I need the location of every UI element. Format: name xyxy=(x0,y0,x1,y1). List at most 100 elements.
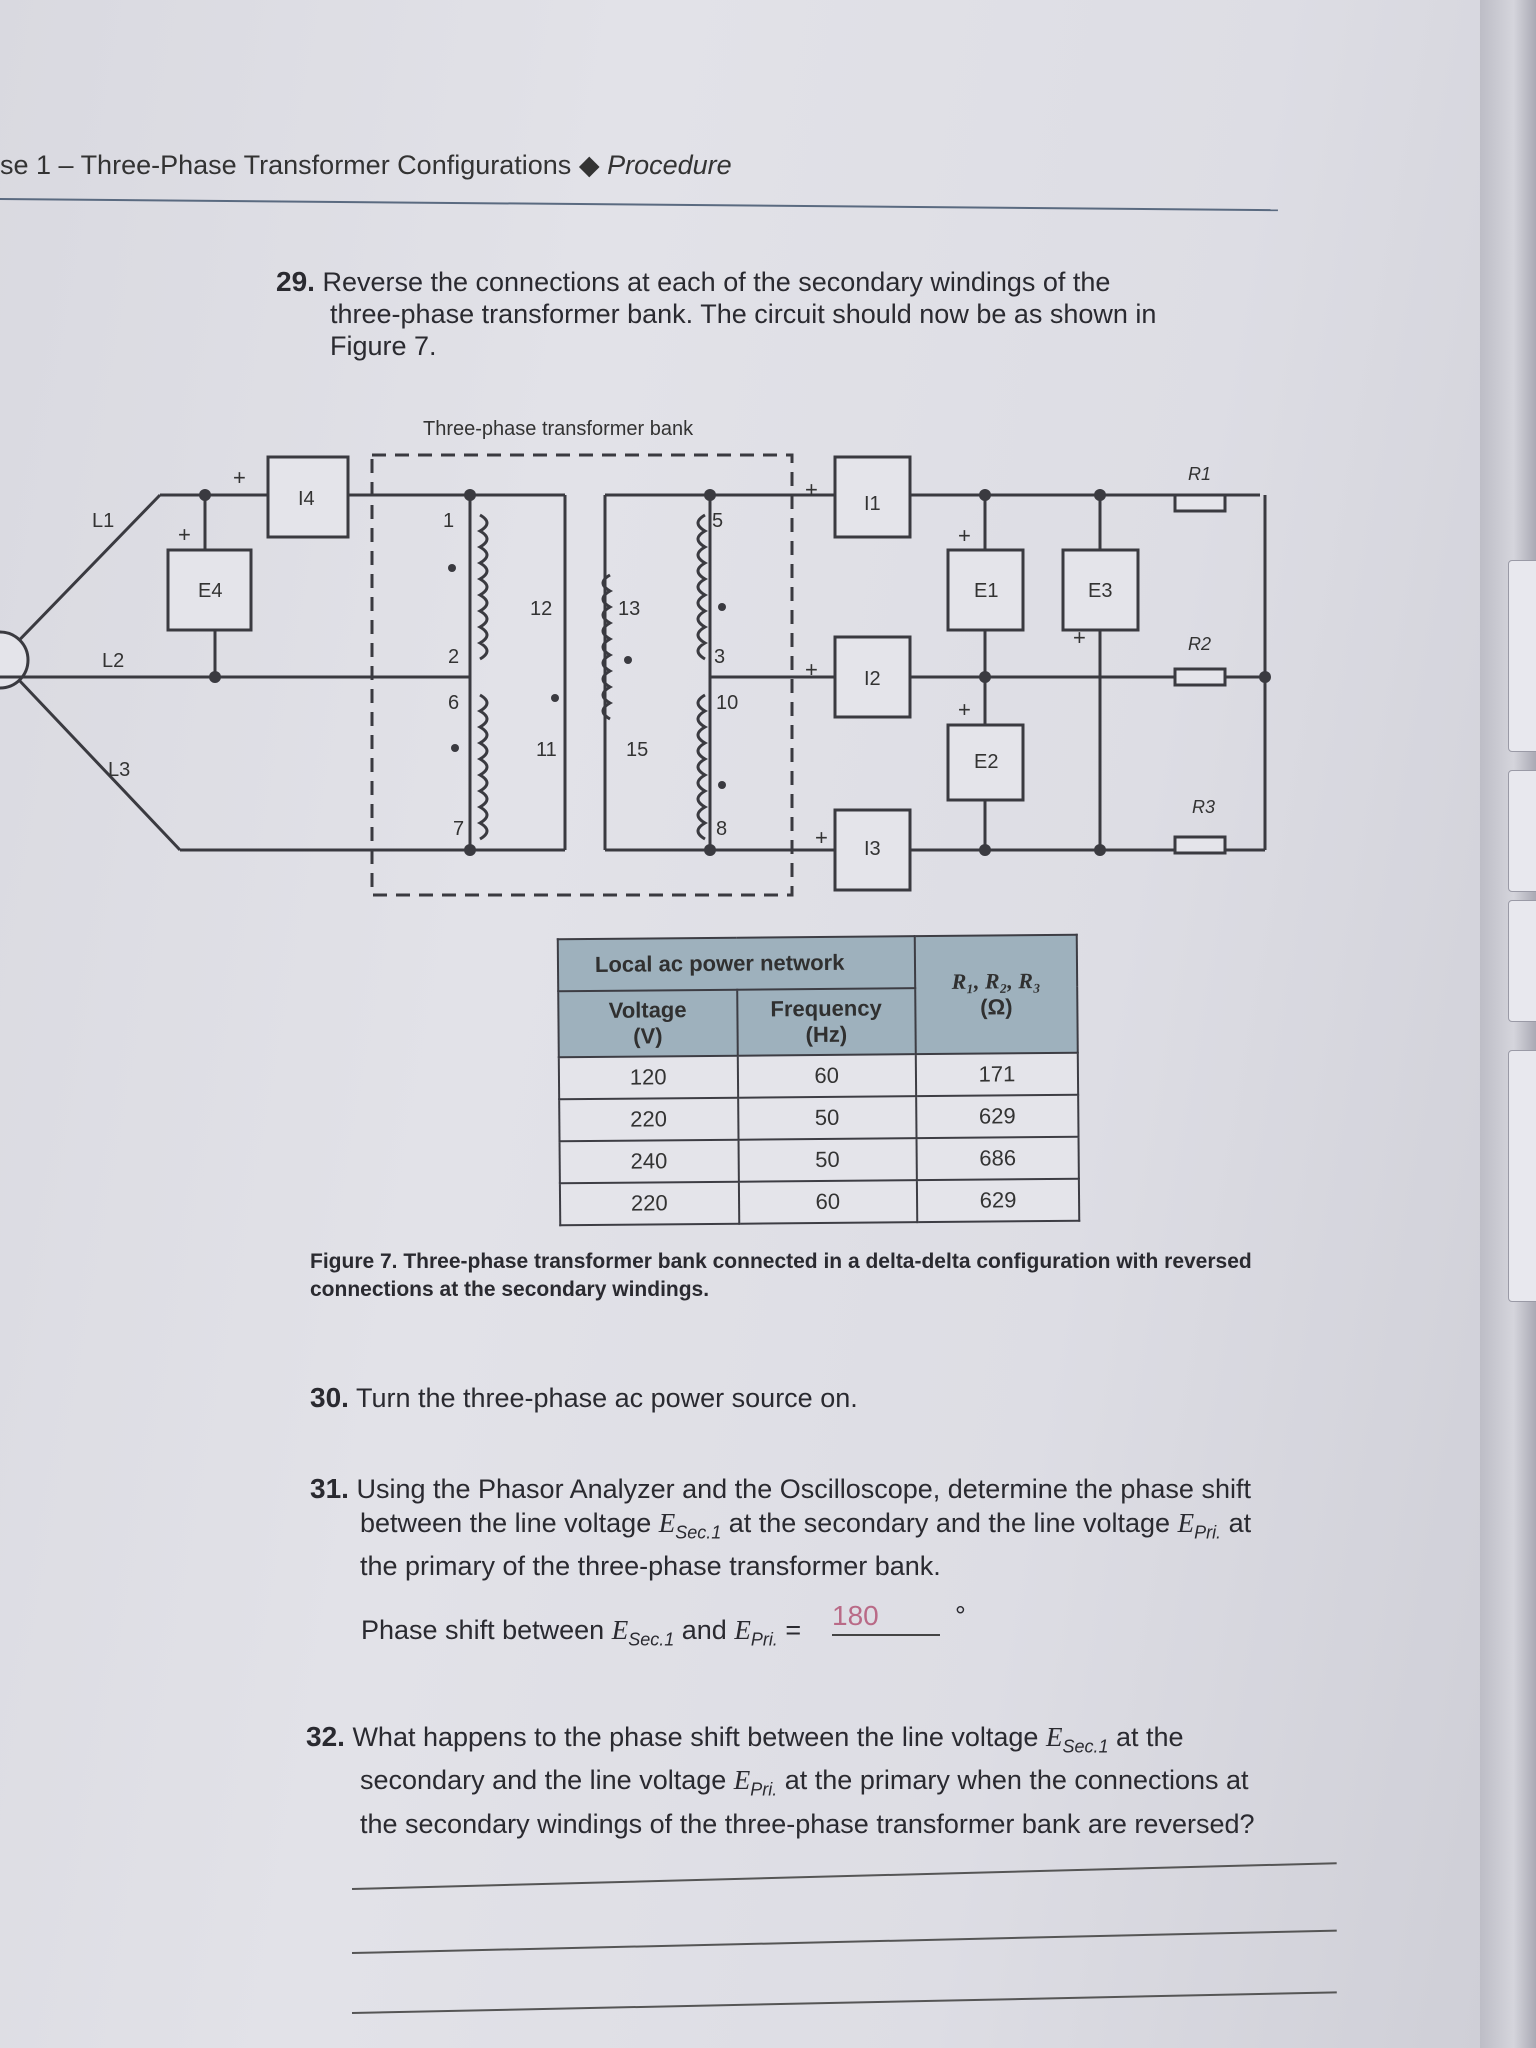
step-text-line: three-phase transformer bank. The circui… xyxy=(330,299,1157,329)
polarity-plus: + xyxy=(958,523,971,548)
step-number: 30. xyxy=(310,1382,349,1413)
table-col-r: R₁, R₂, R₃ (Ω) xyxy=(914,934,1078,1055)
page-tab xyxy=(1508,560,1536,752)
caption-line: Figure 7. Three-phase transformer bank c… xyxy=(310,1250,1252,1273)
terminal-label: 13 xyxy=(618,598,640,620)
line-label-l3: L3 xyxy=(108,759,130,781)
prompt-and: and xyxy=(681,1615,727,1645)
resistor-r2-label: R2 xyxy=(1188,634,1211,654)
resistor-r3-label: R3 xyxy=(1192,797,1215,817)
terminal-label: 10 xyxy=(716,692,738,714)
line-label-l1: L1 xyxy=(92,510,114,532)
polarity-plus: + xyxy=(815,825,828,850)
terminal-label: 12 xyxy=(530,598,552,620)
step-text-line: the primary of the three-phase transform… xyxy=(360,1551,941,1582)
col-voltage-title: Voltage xyxy=(608,997,687,1023)
table-cell: 629 xyxy=(916,1178,1080,1223)
meter-i1-label: I1 xyxy=(864,493,881,515)
step-29: 29. Reverse the connections at each of t… xyxy=(276,266,1156,362)
circuit-diagram: Three-phase transformer bank L1 L2 L3 I4… xyxy=(0,418,1271,897)
meter-e4-label: E4 xyxy=(198,580,222,602)
step-text-line: between the line voltage ESec.1 at the s… xyxy=(360,1508,1252,1543)
col-frequency-unit: (Hz) xyxy=(805,1021,848,1048)
step-text: Turn the three-phase ac power source on. xyxy=(355,1383,858,1413)
step-text-line: the secondary windings of the three-phas… xyxy=(360,1808,1255,1839)
terminal-label: 1 xyxy=(443,510,454,532)
step-text-line: Using the Phasor Analyzer and the Oscill… xyxy=(356,1474,1251,1504)
table-cell: 240 xyxy=(559,1139,739,1184)
table-cell: 220 xyxy=(559,1181,739,1226)
table-cell: 50 xyxy=(738,1138,917,1182)
e-pri-subscript: Pri. xyxy=(750,1629,778,1650)
table-cell: 120 xyxy=(558,1055,738,1100)
terminal-label: 2 xyxy=(448,646,459,668)
phase-shift-answer[interactable]: 180 xyxy=(832,1600,879,1631)
degree-symbol: ° xyxy=(955,1601,966,1631)
step-text-line: Reverse the connections at each of the s… xyxy=(322,267,1111,297)
col-r-unit: (Ω) xyxy=(980,994,1013,1020)
answer-line[interactable] xyxy=(351,1862,1337,1890)
workbook-page: se 1 – Three-Phase Transformer Configura… xyxy=(0,0,1480,2048)
values-table: Local ac power network R₁, R₂, R₃ (Ω) Vo… xyxy=(557,934,1080,1227)
terminal-label: 7 xyxy=(453,818,464,840)
line-label-l2: L2 xyxy=(102,650,124,672)
step-number: 29. xyxy=(276,266,315,297)
terminal-label: 11 xyxy=(536,739,557,761)
terminal-label: 15 xyxy=(626,739,648,761)
table-col-frequency: Frequency (Hz) xyxy=(736,988,916,1056)
prompt-prefix: Phase shift between xyxy=(361,1615,605,1645)
polarity-plus: + xyxy=(178,522,191,547)
table-cell: 629 xyxy=(916,1094,1079,1139)
header-title: se 1 – Three-Phase Transformer Configura… xyxy=(0,150,572,180)
e-sec-subscript: Sec.1 xyxy=(628,1629,675,1650)
header-section: Procedure xyxy=(607,150,732,180)
polarity-plus: + xyxy=(233,465,246,490)
meter-e2-label: E2 xyxy=(974,751,998,773)
polarity-plus: + xyxy=(1073,625,1086,650)
meter-e3-label: E3 xyxy=(1088,580,1112,602)
table-cell: 171 xyxy=(915,1052,1079,1097)
table-cell: 220 xyxy=(559,1097,739,1142)
caption-line: connections at the secondary windings. xyxy=(310,1278,710,1301)
page-tab xyxy=(1508,900,1536,1022)
terminal-label: 5 xyxy=(712,510,723,532)
table-row: 220 50 629 xyxy=(559,1094,1079,1142)
step-number: 31. xyxy=(310,1473,349,1504)
answer-line[interactable] xyxy=(351,1929,1337,1954)
step-32: 32. What happens to the phase shift betw… xyxy=(306,1720,1255,1841)
table-row: 120 60 171 xyxy=(558,1052,1079,1100)
table-row: 220 60 629 xyxy=(559,1178,1080,1226)
phase-shift-prompt: Phase shift between ESec.1 and EPri. = xyxy=(361,1614,801,1655)
figure-caption: Figure 7. Three-phase transformer bank c… xyxy=(310,1248,1252,1304)
bank-label: Three-phase transformer bank xyxy=(423,418,694,440)
step-text-line: secondary and the line voltage EPri. at … xyxy=(360,1765,1249,1800)
page-header: se 1 – Three-Phase Transformer Configura… xyxy=(0,150,732,181)
e-sec-symbol: E xyxy=(611,1615,629,1645)
terminal-label: 8 xyxy=(716,818,727,840)
polarity-plus: + xyxy=(805,477,818,502)
step-31: 31. Using the Phasor Analyzer and the Os… xyxy=(310,1472,1251,1583)
table-row: 240 50 686 xyxy=(559,1136,1079,1184)
page-tab xyxy=(1508,1050,1536,1302)
polarity-plus: + xyxy=(805,657,818,682)
prompt-equals: = xyxy=(785,1615,802,1645)
meter-e1-label: E1 xyxy=(974,580,998,602)
meter-i4-label: I4 xyxy=(298,488,315,510)
step-text-line: What happens to the phase shift between … xyxy=(352,1722,1184,1757)
e-pri-symbol: E xyxy=(734,1615,751,1645)
answer-line[interactable] xyxy=(351,1991,1337,2014)
table-cell: 50 xyxy=(737,1096,917,1140)
resistor-r1-label: R1 xyxy=(1188,464,1211,484)
header-rule xyxy=(0,198,1278,212)
answer-underline xyxy=(832,1634,940,1636)
terminal-label: 6 xyxy=(448,692,459,714)
table-cell: 60 xyxy=(738,1180,918,1224)
table-col-voltage: Voltage (V) xyxy=(558,989,738,1058)
meter-i3-label: I3 xyxy=(864,838,881,860)
header-separator: ◆ xyxy=(578,150,600,180)
meter-i2-label: I2 xyxy=(864,668,881,690)
terminal-label: 3 xyxy=(714,646,725,668)
col-voltage-unit: (V) xyxy=(633,1023,663,1049)
col-frequency-title: Frequency xyxy=(770,995,882,1022)
step-text-line: Figure 7. xyxy=(330,331,437,361)
